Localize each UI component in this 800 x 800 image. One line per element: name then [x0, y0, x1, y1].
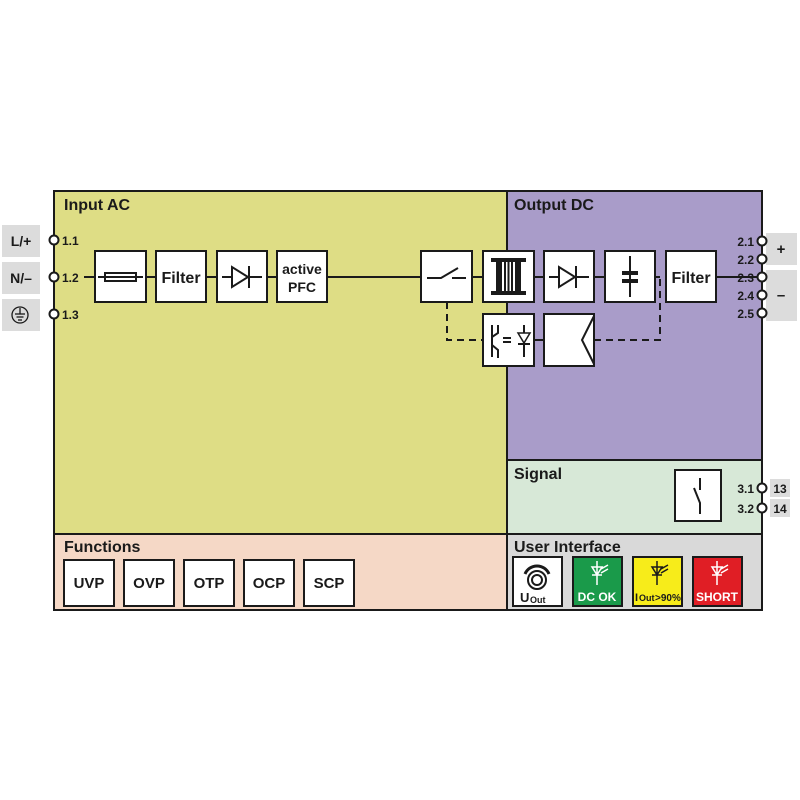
terminal-2-2[interactable]	[756, 253, 768, 265]
uout-sub: Out	[530, 595, 546, 605]
pin-1-2: 1.2	[62, 271, 79, 285]
output-plus-label: +	[777, 241, 786, 258]
terminal-2-4[interactable]	[756, 289, 768, 301]
led-icon	[590, 561, 609, 585]
output-diode-block	[543, 250, 595, 303]
ground-icon	[11, 306, 29, 324]
iout-led: I Out >90%	[632, 556, 683, 607]
terminal-2-5[interactable]	[756, 307, 768, 319]
output-minus-label: –	[777, 287, 785, 304]
pin-2-1: 2.1	[737, 235, 754, 249]
feedback-dashed-line-right	[594, 277, 661, 341]
switch-block	[420, 250, 473, 303]
pin-1-1: 1.1	[62, 234, 79, 248]
output-dc-title: Output DC	[514, 197, 594, 214]
active-pfc-block	[276, 250, 328, 303]
output-filter-block	[665, 250, 717, 303]
input-filter-block	[155, 250, 207, 303]
output-filter-label: Filter	[671, 270, 710, 287]
signal-label-13: 13	[773, 482, 787, 496]
function-uvp-label: UVP	[74, 575, 105, 592]
terminal-label-box-n	[2, 262, 40, 294]
pin-1-3: 1.3	[62, 308, 79, 322]
led-icon	[710, 561, 729, 585]
function-ocp-label: OCP	[253, 575, 286, 592]
dc-ok-led: DC OK	[572, 556, 623, 607]
terminal-3-1[interactable]	[756, 482, 768, 494]
pfc-label-line2: PFC	[288, 279, 316, 295]
terminal-label-l: L/+	[11, 233, 32, 249]
function-ocp: OCP	[243, 559, 295, 607]
signal-13-box	[770, 479, 790, 497]
pin-2-2: 2.2	[737, 253, 754, 267]
short-label: SHORT	[696, 590, 739, 604]
user-interface-title: User Interface	[514, 539, 621, 556]
pin-2-5: 2.5	[737, 307, 754, 321]
pin-3-2: 3.2	[737, 502, 754, 516]
optocoupler-block	[482, 313, 535, 367]
potentiometer-icon	[523, 564, 551, 590]
iout-threshold: >90%	[655, 593, 681, 604]
terminal-1-2[interactable]	[48, 271, 60, 283]
pfc-label-line1: active	[282, 261, 322, 277]
terminal-label-box-l	[2, 225, 40, 257]
input-filter-label: Filter	[161, 270, 200, 287]
iout-sub: Out	[639, 593, 655, 603]
signal-title: Signal	[514, 466, 562, 483]
function-otp-label: OTP	[194, 575, 225, 592]
input-ac-section	[54, 191, 507, 534]
output-plus-box	[766, 233, 797, 265]
input-ac-title: Input AC	[64, 197, 131, 214]
terminal-label-box-pe	[2, 299, 40, 331]
terminal-1-3[interactable]	[48, 308, 60, 320]
output-minus-box	[766, 270, 797, 321]
pin-2-3: 2.3	[737, 271, 754, 285]
terminal-1-1[interactable]	[48, 234, 60, 246]
signal-label-14: 14	[773, 502, 787, 516]
pin-2-4: 2.4	[737, 289, 754, 303]
comparator-block	[543, 313, 595, 367]
function-scp: SCP	[303, 559, 355, 607]
led-icon	[650, 561, 669, 585]
pin-3-1: 3.1	[737, 482, 754, 496]
capacitor-block	[604, 250, 656, 303]
function-uvp: UVP	[63, 559, 115, 607]
feedback-dashed-line-left	[446, 302, 483, 341]
iout-main: I	[635, 592, 638, 604]
dc-ok-label: DC OK	[578, 590, 617, 604]
terminal-2-1[interactable]	[756, 235, 768, 247]
function-ovp-label: OVP	[133, 575, 165, 592]
function-otp: OTP	[183, 559, 235, 607]
signal-relay-contact-block	[674, 469, 722, 522]
uout-potentiometer[interactable]: U Out	[512, 556, 563, 607]
uout-label: U	[520, 590, 529, 605]
functions-title: Functions	[64, 539, 141, 556]
function-scp-label: SCP	[314, 575, 345, 592]
terminal-label-n: N/–	[10, 270, 32, 286]
short-led: SHORT	[692, 556, 743, 607]
fuse-block	[94, 250, 147, 303]
rectifier-diode-block	[216, 250, 268, 303]
transformer-block	[482, 250, 535, 303]
terminal-2-3[interactable]	[756, 271, 768, 283]
function-ovp: OVP	[123, 559, 175, 607]
signal-14-box	[770, 499, 790, 517]
terminal-3-2[interactable]	[756, 502, 768, 514]
